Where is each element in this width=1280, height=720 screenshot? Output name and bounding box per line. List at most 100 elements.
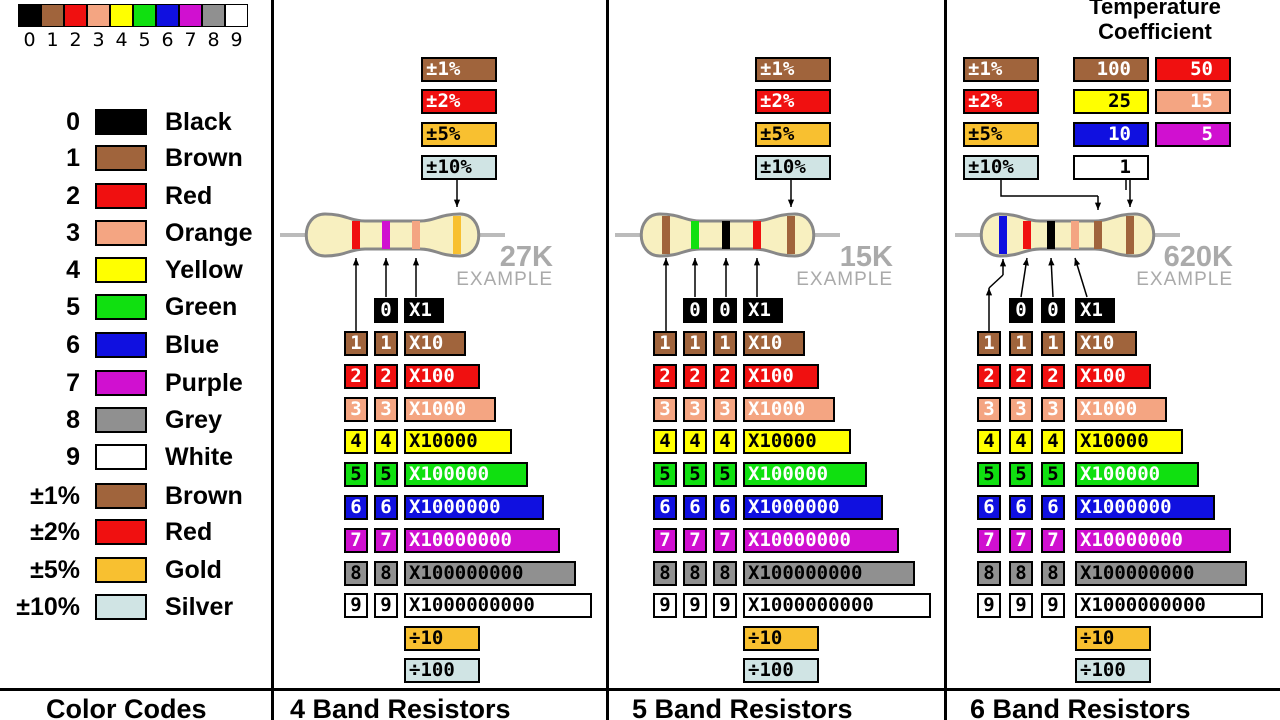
digit-box: 6 — [344, 495, 368, 520]
tolerance-box: ±5% — [421, 122, 497, 147]
legend-row: ±5% Gold — [0, 556, 270, 586]
arrow-head — [999, 259, 1007, 267]
tolerance-box: ±1% — [755, 57, 831, 82]
multiplier-box: X1 — [404, 298, 444, 323]
arrow-head — [662, 258, 670, 266]
digit-box: 2 — [713, 364, 737, 389]
digit-box: 7 — [713, 528, 737, 553]
temp-coefficient-box: 15 — [1155, 89, 1231, 114]
example-label: EXAMPLE — [796, 269, 893, 290]
resistor-band-orange — [412, 221, 420, 249]
digit-box: 9 — [977, 593, 1001, 618]
legend-swatch-red — [95, 183, 147, 209]
resistor-band-red — [352, 221, 360, 249]
tolerance-box: ±10% — [421, 155, 497, 180]
digit-box: 1 — [713, 331, 737, 356]
legend-value: ±10% — [16, 593, 80, 621]
digit-box: 9 — [1041, 593, 1065, 618]
tolerance-box: ±1% — [963, 57, 1039, 82]
arrow-head — [722, 258, 730, 266]
digit-box: 0 — [713, 298, 737, 323]
strip-swatch-green — [133, 4, 156, 27]
multiplier-box: X100000 — [1075, 462, 1199, 487]
digit-box: 7 — [374, 528, 398, 553]
multiplier-box: X10000000 — [404, 528, 560, 553]
divider-3 — [944, 0, 947, 720]
connector-line — [988, 274, 1004, 289]
digit-box: 5 — [374, 462, 398, 487]
digit-box: 8 — [683, 561, 707, 586]
legend-swatch-purple — [95, 370, 147, 396]
footer-4-band: 4 Band Resistors — [290, 694, 511, 720]
digit-box: 5 — [713, 462, 737, 487]
digit-box: 8 — [344, 561, 368, 586]
legend-color-name: Red — [165, 182, 213, 210]
legend-value: ±5% — [30, 556, 80, 584]
temperature-title-line1: Temperature — [1089, 0, 1221, 19]
digit-box: 2 — [374, 364, 398, 389]
multiplier-box: X10000 — [1075, 429, 1183, 454]
arrow-head — [753, 258, 761, 266]
arrow-head — [382, 258, 390, 266]
example-value: 620K — [1163, 241, 1233, 273]
strip-number: 0 — [23, 29, 36, 51]
digit-box: 5 — [1009, 462, 1033, 487]
legend-swatch-silver — [95, 594, 147, 620]
digit-box: 0 — [1041, 298, 1065, 323]
digit-box: 7 — [683, 528, 707, 553]
digit-box: 7 — [1009, 528, 1033, 553]
digit-box: 4 — [683, 429, 707, 454]
digit-box: 4 — [977, 429, 1001, 454]
arrow-head — [1126, 199, 1134, 207]
digit-box: 4 — [1041, 429, 1065, 454]
digit-box: 3 — [977, 397, 1001, 422]
multiplier-box: X1000000000 — [1075, 593, 1263, 618]
arrow-head — [985, 288, 993, 296]
strip-number: 3 — [92, 29, 105, 51]
temp-coefficient-box: 25 — [1073, 89, 1149, 114]
temp-coefficient-box: 1 — [1073, 155, 1149, 180]
legend-color-name: Silver — [165, 593, 234, 621]
example-4-band: 27K EXAMPLE — [440, 243, 553, 290]
resistor-band-blue — [999, 216, 1007, 254]
digit-box: 8 — [713, 561, 737, 586]
multiplier-box: ÷10 — [743, 626, 819, 651]
digit-box: 4 — [374, 429, 398, 454]
legend-value: 8 — [66, 406, 80, 434]
resistor-band-purple — [382, 221, 390, 249]
strip-swatch-purple — [179, 4, 202, 27]
digit-box: 1 — [374, 331, 398, 356]
footer-5-band: 5 Band Resistors — [632, 694, 853, 720]
legend-color-name: Purple — [165, 369, 243, 397]
tolerance-box: ±10% — [963, 155, 1039, 180]
legend-row: ±2%Red — [0, 518, 270, 548]
multiplier-box: X10 — [1075, 331, 1137, 356]
multiplier-box: X10000000 — [1075, 528, 1231, 553]
arrow-head — [1094, 202, 1102, 210]
digit-box: 6 — [1041, 495, 1065, 520]
strip-number: 5 — [138, 29, 151, 51]
temp-coefficient-box: 50 — [1155, 57, 1231, 82]
legend-row: ±1%Brown — [0, 482, 270, 512]
digit-box: 1 — [653, 331, 677, 356]
resistor-band-brown — [1126, 216, 1134, 254]
digit-box: 9 — [1009, 593, 1033, 618]
digit-box: 9 — [374, 593, 398, 618]
example-label: EXAMPLE — [1136, 269, 1233, 290]
legend-color-name: Gold — [165, 556, 222, 584]
arrow-head — [412, 258, 420, 266]
strip-swatch-grey — [202, 4, 225, 27]
digit-box: 4 — [344, 429, 368, 454]
legend-value: 5 — [66, 293, 80, 321]
multiplier-box: X1000 — [1075, 397, 1167, 422]
digit-box: 9 — [344, 593, 368, 618]
strip-swatch-black — [18, 4, 41, 27]
example-5-band: 15K EXAMPLE — [780, 243, 893, 290]
example-6-band: 620K EXAMPLE — [1118, 241, 1233, 290]
strip-swatch-yellow — [110, 4, 133, 27]
